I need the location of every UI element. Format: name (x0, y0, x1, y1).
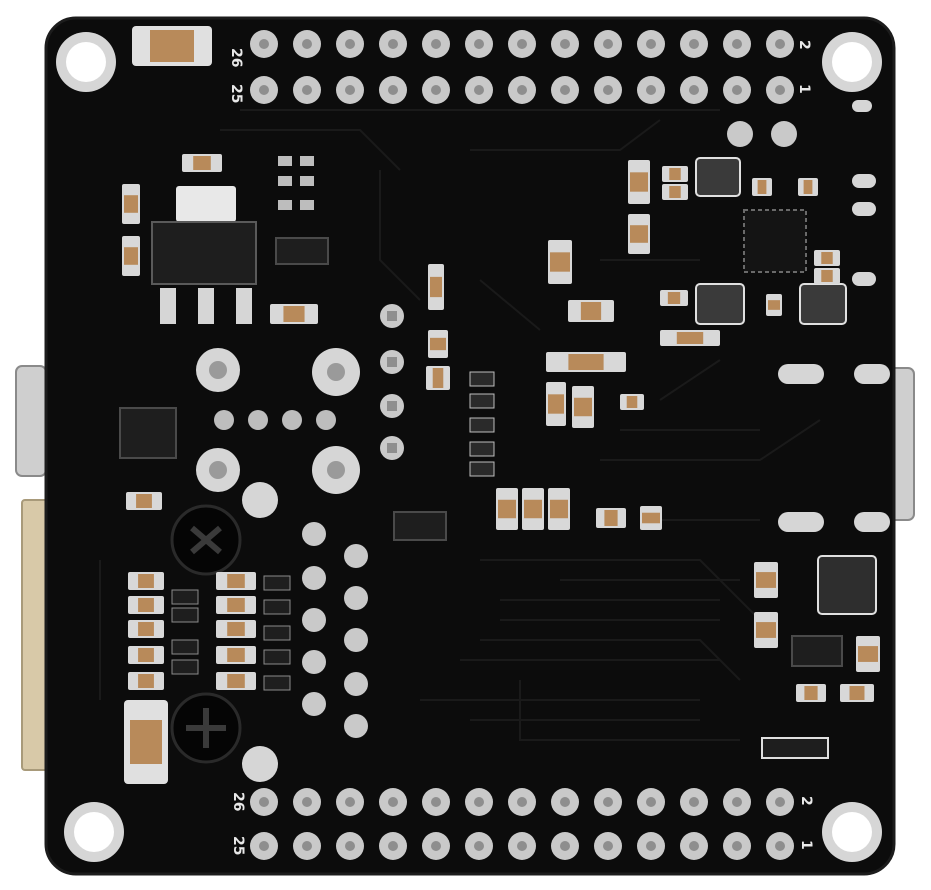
header-pin (727, 121, 753, 147)
copper-trace (470, 119, 661, 151)
copper-trace (600, 419, 821, 461)
copper-trace (379, 170, 421, 301)
copper-trace (479, 279, 541, 331)
smd-component (263, 575, 291, 591)
copper-trace (220, 129, 401, 171)
label-bottom-26: 26 (230, 792, 246, 811)
smd-component (171, 659, 199, 675)
label-top-1: 1 (796, 84, 812, 94)
smd-component (469, 441, 495, 457)
smd-component (300, 176, 314, 186)
through-hole-pads (196, 348, 360, 782)
gpio-header-pins (250, 30, 797, 860)
smd-component (171, 589, 199, 605)
via-pad (344, 672, 368, 696)
via-pad (302, 650, 326, 674)
label-bottom-25: 25 (230, 836, 246, 855)
header-labels: 26 25 2 1 26 25 2 1 (228, 40, 814, 855)
smd-component (263, 649, 291, 665)
label-top-2: 2 (796, 40, 812, 50)
via-pad (302, 522, 326, 546)
micro-usb-connector-left (15, 365, 47, 477)
smd-component (278, 176, 292, 186)
tantalum-capacitor-bottom (124, 700, 168, 784)
smd-component (300, 200, 314, 210)
voltage-regulator (151, 186, 257, 324)
via-pad (302, 566, 326, 590)
via-pad (344, 586, 368, 610)
label-top-26: 26 (228, 48, 244, 67)
through-hole-column (302, 304, 404, 738)
smd-components (122, 154, 880, 702)
usb-pads-right (778, 100, 890, 532)
smd-component (263, 625, 291, 641)
smd-component (278, 156, 292, 166)
smd-component (469, 393, 495, 409)
smd-component (469, 461, 495, 477)
smd-component (171, 607, 199, 623)
copper-trace (519, 680, 740, 741)
copper-traces (99, 109, 821, 741)
copper-trace (480, 639, 741, 681)
via-pad (302, 608, 326, 632)
via-pad (302, 692, 326, 716)
smd-component (469, 371, 495, 387)
smd-component (263, 599, 291, 615)
smd-component (171, 639, 199, 655)
header-pin (771, 121, 797, 147)
via-pad (344, 628, 368, 652)
smd-component (469, 417, 495, 433)
screw-heads (170, 504, 242, 764)
smd-component (263, 675, 291, 691)
smd-component (278, 200, 292, 210)
ic-packages (119, 157, 877, 759)
mounting-holes (56, 32, 882, 862)
copper-trace (659, 359, 721, 401)
copper-trace (480, 559, 761, 621)
label-bottom-2: 2 (798, 796, 814, 806)
label-bottom-1: 1 (798, 840, 814, 850)
smd-component (300, 156, 314, 166)
via-pad (344, 714, 368, 738)
tantalum-capacitor-top (132, 26, 212, 66)
via-pad (344, 544, 368, 568)
label-top-25: 25 (228, 84, 244, 103)
